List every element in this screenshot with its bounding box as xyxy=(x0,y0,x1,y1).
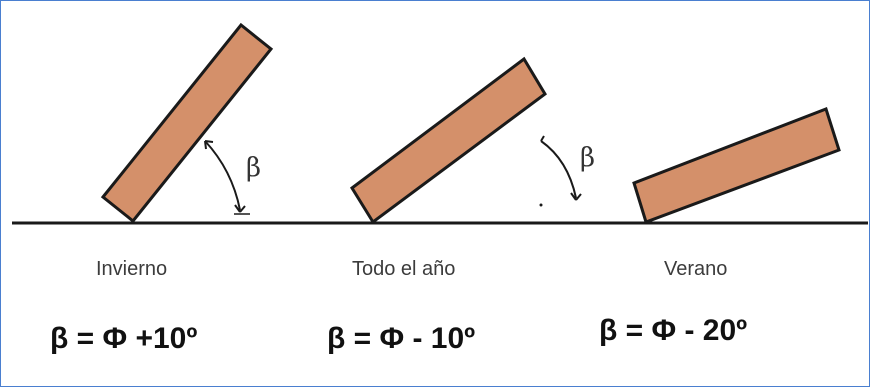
angle-label-winter: β xyxy=(246,153,261,183)
angle-label-all-year: β xyxy=(580,143,595,173)
formula-winter: β = Φ +10º xyxy=(50,322,198,355)
solar-panel-winter xyxy=(100,22,274,224)
solar-panel-summer xyxy=(632,107,841,224)
angle-arc-winter xyxy=(204,140,246,213)
dot-all-year xyxy=(539,203,543,207)
caption-winter: Invierno xyxy=(96,258,168,280)
angle-arc-all-year xyxy=(540,135,582,201)
caption-summer: Verano xyxy=(664,258,728,280)
formula-summer: β = Φ - 20º xyxy=(599,314,748,347)
caption-all-year: Todo el año xyxy=(352,258,456,280)
formula-all-year: β = Φ - 10º xyxy=(327,322,476,355)
solar-panel-all-year xyxy=(350,56,547,225)
